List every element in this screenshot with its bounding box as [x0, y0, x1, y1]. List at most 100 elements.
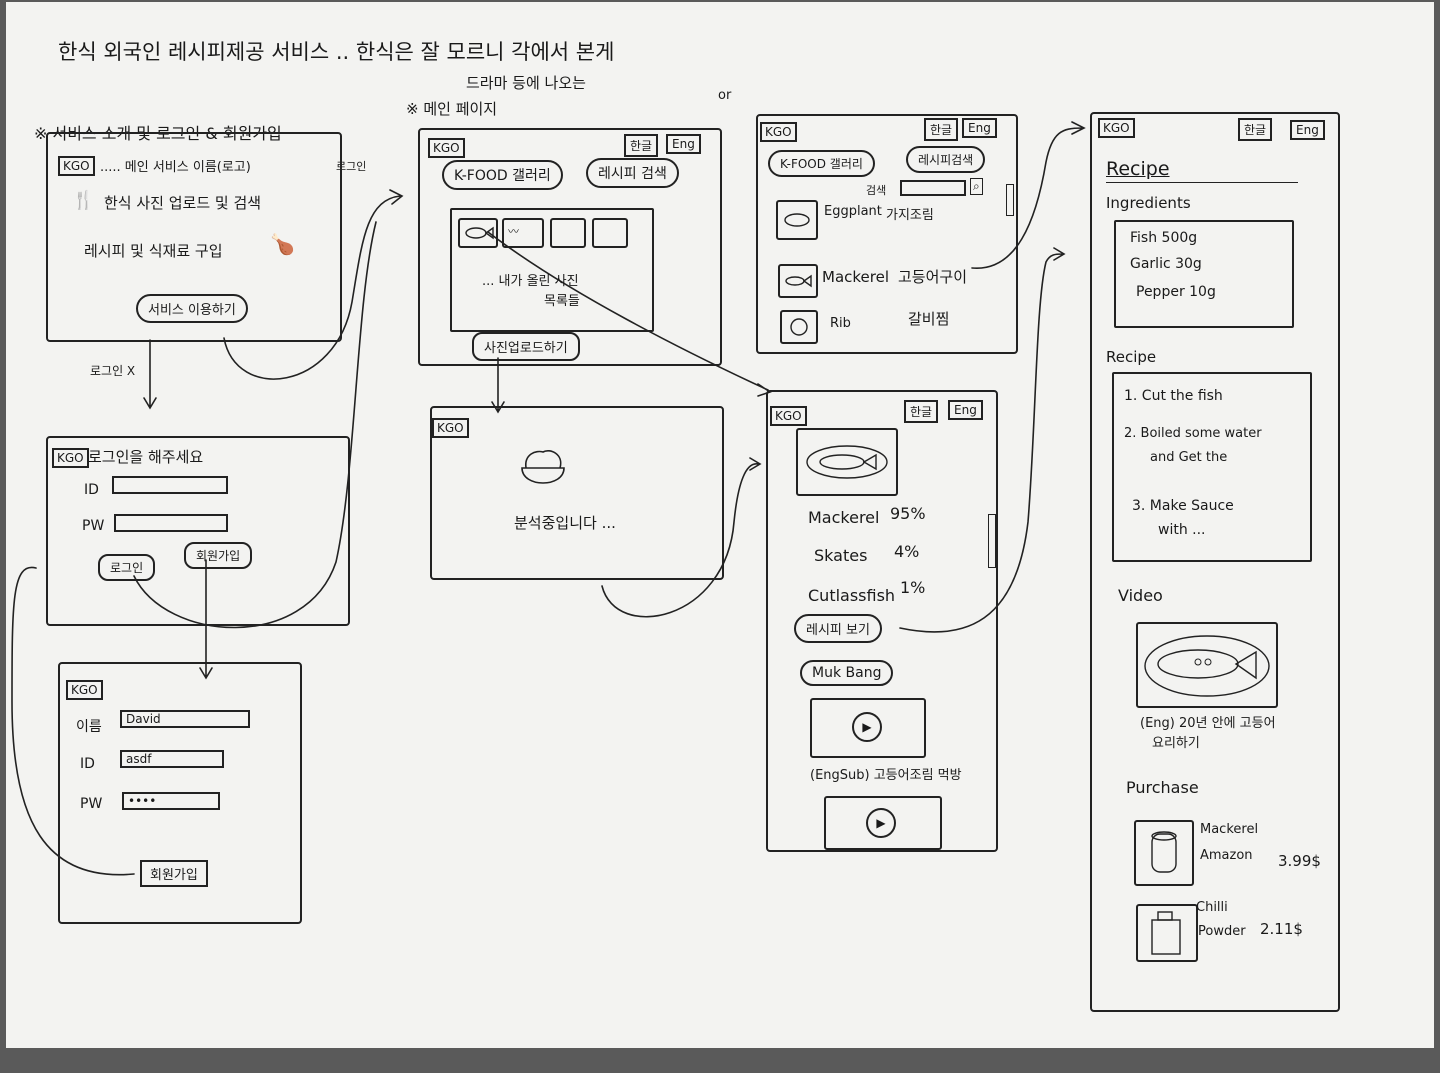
signup-button[interactable]: 회원가입	[140, 860, 208, 887]
fish-icon	[460, 220, 496, 246]
logo: KGO	[770, 406, 807, 426]
mukbang-video-2[interactable]: ▶	[824, 796, 942, 850]
photo-thumb-3[interactable]	[550, 218, 586, 248]
result-name-1: Mackerel	[808, 508, 879, 527]
dish-kor-mackerel: 고등어구이	[898, 266, 967, 287]
lang-en-button[interactable]: Eng	[948, 400, 983, 420]
recipe-steps-label: Recipe	[1106, 348, 1156, 366]
photo-thumb-4[interactable]	[592, 218, 628, 248]
name-input[interactable]: David	[120, 710, 250, 728]
recipe-video-caption: (Eng) 20년 안에 고등어	[1140, 712, 1276, 731]
recipe-title: Recipe	[1106, 158, 1170, 180]
id-input[interactable]	[112, 476, 228, 494]
search-icon[interactable]: ⌕	[970, 178, 983, 195]
pw-label: PW	[82, 518, 104, 534]
logo: KGO	[432, 418, 469, 438]
video-caption: (EngSub) 고등어조림 먹방	[810, 764, 962, 783]
my-photos-panel: 〰 ... 내가 올린 사진 목록들	[450, 208, 654, 332]
lang-en-button[interactable]: Eng	[962, 118, 997, 138]
dish-thumb-eggplant[interactable]	[776, 200, 818, 240]
screen-main: KGO 한글 Eng K-FOOD 갤러리 레시피 검색 〰 ... 내가 올린…	[418, 128, 722, 366]
name-label: 이름	[76, 716, 102, 736]
dish-thumb-rib[interactable]	[780, 310, 818, 344]
id-label: ID	[80, 756, 95, 772]
recipe-video-caption-2: 요리하기	[1152, 732, 1200, 751]
result-pct-3: 1%	[900, 578, 925, 597]
fork-knife-icon: 🍴	[72, 190, 94, 211]
analyzing-text: 분석중입니다 ...	[514, 512, 616, 533]
intro-subtitle: ..... 메인 서비스 이름(로고)	[100, 156, 251, 175]
my-photos-caption-2: 목록들	[544, 290, 580, 309]
product-thumb-mackerel[interactable]	[1134, 820, 1194, 886]
product-price: 3.99$	[1278, 852, 1321, 870]
fish-plate-icon	[1138, 624, 1276, 706]
lang-ko-button[interactable]: 한글	[1238, 118, 1272, 141]
screen-recipe-detail: KGO 한글 Eng Recipe Ingredients Fish 500g …	[1090, 112, 1340, 1012]
recipe-step-cont: with ...	[1158, 522, 1206, 538]
scrollbar[interactable]	[988, 514, 996, 568]
logo: KGO	[52, 448, 89, 468]
scrollbar[interactable]	[1006, 184, 1014, 216]
product-thumb-chilli[interactable]	[1136, 904, 1198, 962]
dish-kor-rib: 갈비찜	[908, 308, 949, 329]
title-divider	[1106, 182, 1298, 183]
ingredients-box: Fish 500g Garlic 30g Pepper 10g	[1114, 220, 1294, 328]
lang-en-button[interactable]: Eng	[1290, 120, 1325, 140]
can-icon	[1136, 822, 1192, 884]
sketch-paper: 한식 외국인 레시피제공 서비스 .. 한식은 잘 모르니 각에서 본게 드라마…	[6, 2, 1434, 1048]
mukbang-label: Muk Bang	[800, 660, 893, 686]
lang-ko-button[interactable]: 한글	[624, 134, 658, 157]
fish-plate-icon	[798, 430, 896, 494]
photo-thumb-2[interactable]: 〰	[502, 218, 544, 248]
logo: KGO	[428, 138, 465, 158]
screen-login: KGO 로그인을 해주세요 ID PW 로그인 회원가입	[46, 436, 350, 626]
s4-heading: ※ 메인 페이지	[406, 98, 497, 119]
page-title: 한식 외국인 레시피제공 서비스 .. 한식은 잘 모르니 각에서 본게	[58, 36, 614, 66]
play-icon[interactable]: ▶	[866, 808, 896, 838]
recipe-step: 1. Cut the fish	[1124, 388, 1223, 404]
play-icon[interactable]: ▶	[852, 712, 882, 742]
tab-gallery[interactable]: K-FOOD 갤러리	[768, 150, 875, 177]
dish-thumb-mackerel[interactable]	[778, 264, 818, 298]
rice-bowl-icon	[518, 446, 568, 490]
upload-photo-button[interactable]: 사진업로드하기	[472, 332, 580, 361]
tab-gallery[interactable]: K-FOOD 갤러리	[442, 160, 563, 190]
lang-ko-button[interactable]: 한글	[924, 118, 958, 141]
pw-label: PW	[80, 796, 102, 812]
screen-signup: KGO 이름 David ID asdf PW •••• 회원가입	[58, 662, 302, 924]
mukbang-video-1[interactable]: ▶	[810, 698, 926, 758]
lang-en-button[interactable]: Eng	[666, 134, 701, 154]
tab-recipe-search[interactable]: 레시피검색	[906, 146, 985, 173]
dish-name-rib[interactable]: Rib	[830, 316, 851, 331]
intro-feature-upload: 한식 사진 업로드 및 검색	[104, 192, 261, 213]
signup-link-button[interactable]: 회원가입	[184, 542, 252, 569]
tab-recipe-search[interactable]: 레시피 검색	[586, 158, 679, 188]
result-pct-2: 4%	[894, 542, 919, 561]
search-input[interactable]	[900, 180, 966, 196]
fish-icon	[780, 266, 816, 296]
dish-kor-eggplant: 가지조림	[886, 204, 934, 223]
logo: KGO	[66, 680, 103, 700]
recipe-video[interactable]	[1136, 622, 1278, 708]
dish-name-mackerel[interactable]: Mackerel	[822, 268, 889, 286]
ingredient-item: Garlic 30g	[1130, 256, 1202, 272]
pw-input[interactable]: ••••	[122, 792, 220, 810]
pw-input[interactable]	[114, 514, 228, 532]
ingredient-item: Pepper 10g	[1136, 284, 1216, 300]
recipe-steps-box: 1. Cut the fish 2. Boiled some water and…	[1112, 372, 1312, 562]
photo-thumb-fish[interactable]	[458, 218, 498, 248]
id-input[interactable]: asdf	[120, 750, 224, 768]
ingredients-label: Ingredients	[1106, 194, 1191, 212]
result-name-3: Cutlassfish	[808, 586, 895, 605]
dish-name-eggplant[interactable]: Eggplant	[824, 204, 882, 219]
id-label: ID	[84, 482, 99, 498]
lang-ko-button[interactable]: 한글	[904, 400, 938, 423]
product-price: 2.11$	[1260, 920, 1303, 938]
product-name[interactable]: Chilli	[1196, 900, 1228, 915]
product-store: Amazon	[1200, 848, 1253, 863]
product-name[interactable]: Mackerel	[1200, 822, 1258, 837]
screen-recipe-search: KGO 한글 Eng K-FOOD 갤러리 레시피검색 검색 ⌕ Eggplan…	[756, 114, 1018, 354]
login-button[interactable]: 로그인	[98, 554, 155, 581]
use-service-button[interactable]: 서비스 이용하기	[136, 294, 248, 323]
view-recipe-button[interactable]: 레시피 보기	[794, 614, 882, 643]
